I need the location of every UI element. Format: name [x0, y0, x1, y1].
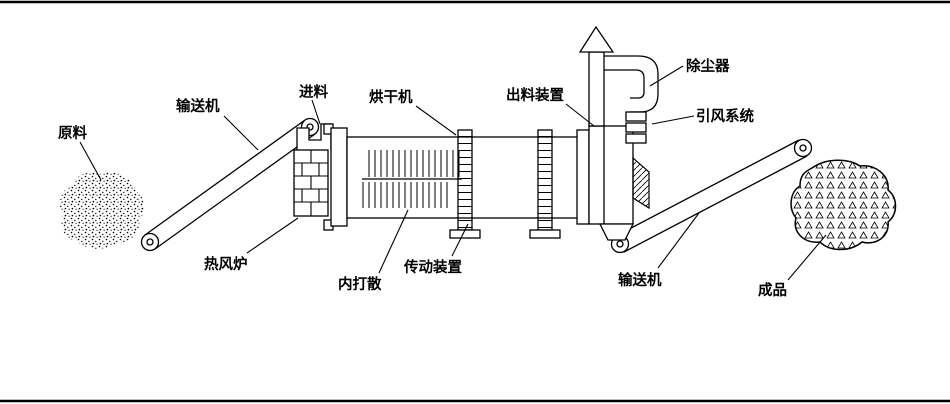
label-feed-inlet: 进料 [299, 83, 328, 101]
scatter-chains-top [368, 150, 460, 177]
scatter-chains-bottom [362, 182, 448, 208]
leader-conveyor-right [657, 212, 700, 269]
label-dryer: 烘干机 [369, 88, 413, 106]
hot-air-furnace-body [293, 149, 329, 217]
leader-dryer [415, 105, 457, 136]
leader-finished-product [787, 234, 827, 281]
leader-drive-device [451, 223, 469, 257]
label-hot-air-furnace: 热风炉 [204, 255, 248, 273]
label-conveyor-left: 输送机 [176, 97, 220, 115]
label-finished-product: 成品 [758, 281, 787, 299]
drum-right-band [576, 129, 590, 225]
leader-draft-system [651, 115, 695, 125]
leader-hot-air-furnace [246, 217, 299, 254]
leader-conveyor-left [223, 115, 259, 151]
dust-collector-loop-outer [604, 55, 659, 113]
raw-material-pile [59, 172, 145, 249]
label-dust-collector: 除尘器 [686, 57, 730, 75]
draft-pipe-segment [625, 111, 647, 122]
label-draft-system: 引风系统 [696, 107, 754, 125]
leader-discharge-device [565, 103, 595, 127]
draft-pipe-segment [625, 133, 647, 144]
right-conveyor [610, 138, 813, 254]
label-raw-material: 原料 [58, 124, 87, 142]
drum-left-cap [323, 123, 348, 231]
leader-raw-material [79, 141, 102, 181]
leader-lines [79, 65, 827, 281]
label-discharge-device: 出料装置 [506, 86, 564, 104]
leader-feed-inlet [311, 99, 321, 125]
left-conveyor [140, 117, 320, 252]
label-conveyor-right: 输送机 [618, 271, 662, 289]
discharge-chute [598, 223, 635, 241]
label-drive-device: 传动装置 [403, 258, 462, 276]
riser-pipe [588, 51, 605, 127]
support-stand-right [529, 129, 561, 239]
dust-collector-loop-inner [604, 69, 645, 99]
exhaust-duct [578, 25, 659, 144]
leader-dust-collector [649, 65, 684, 87]
leader-internal-scatter [378, 209, 409, 274]
finished-product-pile [790, 159, 897, 251]
draft-pipe-segment [625, 122, 647, 133]
label-internal-scatter: 内打散 [338, 275, 382, 293]
discharge-side-flap [632, 156, 650, 210]
exhaust-arrow-icon [578, 25, 615, 53]
